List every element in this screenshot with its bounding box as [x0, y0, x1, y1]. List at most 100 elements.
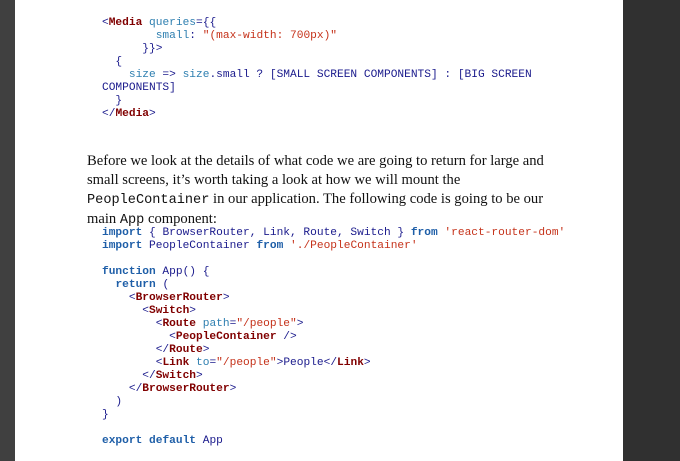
- code-token: ={{: [196, 17, 217, 29]
- code-token: queries: [142, 17, 197, 29]
- code-token: >: [363, 357, 371, 369]
- code-token: [142, 435, 149, 447]
- code-token: size: [182, 69, 210, 81]
- code-token: BrowserRouter: [135, 292, 223, 304]
- code-token: >People</: [276, 357, 338, 369]
- code-token: default: [149, 435, 197, 447]
- code-line: }: [102, 409, 109, 421]
- code-line: <Link to="/people">People</Link>: [102, 357, 371, 369]
- code-token: =>: [155, 69, 183, 81]
- code-line: <Route path="/people">: [102, 318, 304, 330]
- code-token: Route: [162, 318, 197, 330]
- code-token: "/people": [216, 357, 277, 369]
- code-token: [283, 240, 290, 252]
- code-token: :: [189, 30, 203, 42]
- code-line: import PeopleContainer from './PeopleCon…: [102, 240, 418, 252]
- code-token: >: [196, 370, 203, 382]
- code-token: from: [410, 227, 438, 239]
- code-token: from: [256, 240, 284, 252]
- code-token: >: [149, 108, 156, 120]
- code-block-media-query: <Media queries={{ small: "(max-width: 70…: [102, 17, 532, 121]
- code-token: PeopleContainer: [142, 240, 257, 252]
- code-token: [102, 69, 129, 81]
- code-token: function: [102, 266, 156, 278]
- code-token: Route: [169, 344, 203, 356]
- code-line: <Media queries={{: [102, 17, 216, 29]
- code-line: small: "(max-width: 700px)": [102, 30, 337, 42]
- code-token: >: [222, 292, 230, 304]
- paragraph-text-end: component:: [144, 210, 217, 227]
- code-token: ): [102, 396, 123, 408]
- inline-code-people-container: PeopleContainer: [87, 192, 210, 208]
- code-token: [102, 30, 156, 42]
- code-token: Switch: [149, 305, 190, 317]
- paragraph-text-start: Before we look at the details of what co…: [87, 152, 544, 188]
- code-token: .small ? [SMALL SCREEN COMPONENTS] : [BI…: [209, 69, 532, 81]
- code-token: Media: [115, 108, 150, 120]
- code-token: <: [102, 331, 176, 343]
- code-block-app-component: import { BrowserRouter, Link, Route, Swi…: [102, 227, 565, 448]
- code-token: { BrowserRouter, Link, Route, Switch }: [142, 227, 411, 239]
- code-token: Media: [108, 17, 143, 29]
- code-token: return: [115, 279, 156, 291]
- code-token: >: [296, 318, 304, 330]
- code-line: </Media>: [102, 108, 156, 120]
- code-token: />: [276, 331, 297, 343]
- code-line: }: [102, 95, 122, 107]
- code-token: <: [102, 305, 149, 317]
- code-line: <Switch>: [102, 305, 196, 317]
- code-token: App() {: [155, 266, 210, 278]
- code-token: (: [155, 279, 170, 291]
- code-token: </: [102, 344, 170, 356]
- code-line: }}>: [102, 43, 162, 55]
- code-token: >: [229, 383, 237, 395]
- inline-code-app: App: [119, 212, 145, 228]
- scroll-gutter: [623, 0, 680, 461]
- code-token: import: [102, 240, 143, 252]
- code-line: <BrowserRouter>: [102, 292, 230, 304]
- code-token: }: [102, 409, 109, 421]
- code-token: <: [102, 357, 163, 369]
- code-token: "(max-width: 700px)": [202, 30, 338, 42]
- code-token: {: [102, 56, 123, 68]
- code-token: './PeopleContainer': [290, 240, 418, 252]
- code-line: return (: [102, 279, 169, 291]
- code-line: <PeopleContainer />: [102, 331, 297, 343]
- code-token: 'react-router-dom': [444, 227, 566, 239]
- code-token: Link: [162, 357, 190, 369]
- code-token: Link: [337, 357, 364, 369]
- left-margin: [0, 0, 15, 461]
- code-token: small: [155, 30, 190, 42]
- code-token: <: [102, 292, 136, 304]
- body-paragraph: Before we look at the details of what co…: [87, 152, 557, 230]
- code-line: </Switch>: [102, 370, 203, 382]
- code-token: }: [102, 95, 123, 107]
- code-token: PeopleContainer: [175, 331, 277, 343]
- code-token: export: [102, 435, 143, 447]
- code-token: Switch: [155, 370, 197, 382]
- document-page: <Media queries={{ small: "(max-width: 70…: [15, 0, 623, 461]
- code-token: <: [102, 17, 109, 29]
- code-token: >: [189, 305, 197, 317]
- code-token: path: [196, 318, 230, 330]
- code-line: COMPONENTS]: [102, 82, 176, 94]
- code-line: export default App: [102, 435, 223, 447]
- code-token: size: [128, 69, 156, 81]
- code-token: [102, 279, 115, 291]
- code-token: =: [229, 318, 237, 330]
- code-line: {: [102, 56, 122, 68]
- code-token: COMPONENTS]: [102, 82, 176, 94]
- code-token: <: [102, 318, 163, 330]
- code-line: size => size.small ? [SMALL SCREEN COMPO…: [102, 69, 532, 81]
- code-token: "/people": [236, 318, 297, 330]
- code-token: >: [202, 344, 210, 356]
- code-token: to: [189, 357, 210, 369]
- code-token: </: [102, 370, 156, 382]
- code-token: BrowserRouter: [142, 383, 230, 395]
- code-line: function App() {: [102, 266, 209, 278]
- code-line: ): [102, 396, 122, 408]
- code-line: </BrowserRouter>: [102, 383, 236, 395]
- code-token: }}>: [102, 43, 163, 55]
- code-token: </: [102, 108, 116, 120]
- code-token: import: [102, 227, 143, 239]
